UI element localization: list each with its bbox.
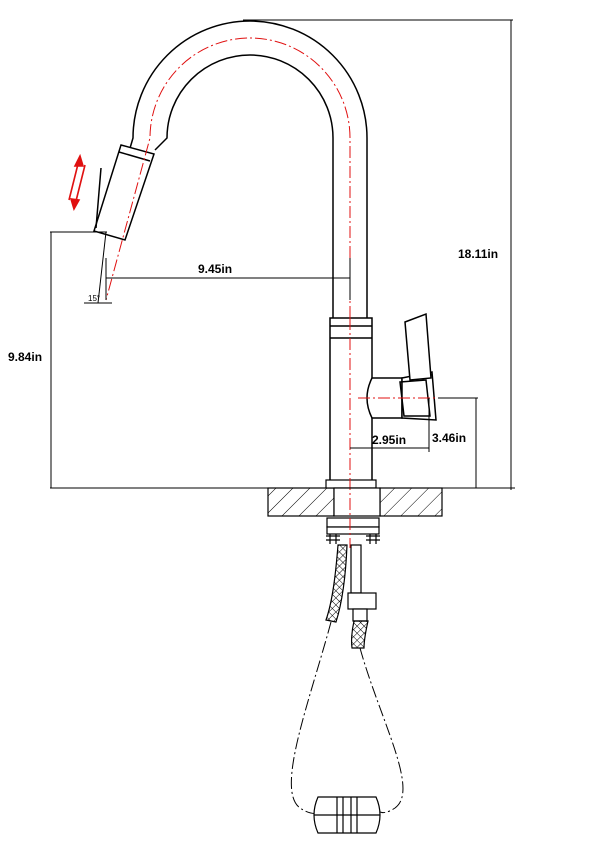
faucet-handle bbox=[366, 312, 437, 421]
overall-height-label: 18.11in bbox=[458, 247, 498, 261]
hose-weight bbox=[313, 796, 381, 834]
countertop bbox=[267, 479, 443, 517]
faucet-body bbox=[329, 317, 373, 487]
hose-loop bbox=[290, 621, 404, 814]
reach-label: 9.45in bbox=[198, 262, 232, 276]
centerline bbox=[105, 37, 438, 548]
spout-height-label: 9.84in bbox=[8, 350, 42, 364]
handle-offset-label: 2.95in bbox=[372, 433, 406, 447]
braided-hose bbox=[325, 544, 348, 623]
pull-direction-arrow-icon bbox=[68, 153, 86, 212]
spray-angle-label: 15° bbox=[88, 294, 100, 303]
handle-height-label: 3.46in bbox=[432, 431, 466, 445]
mounting-hardware bbox=[326, 517, 380, 544]
faucet-spout bbox=[93, 20, 368, 318]
pulldown-hose bbox=[347, 544, 377, 649]
dimension-lines bbox=[50, 19, 515, 490]
